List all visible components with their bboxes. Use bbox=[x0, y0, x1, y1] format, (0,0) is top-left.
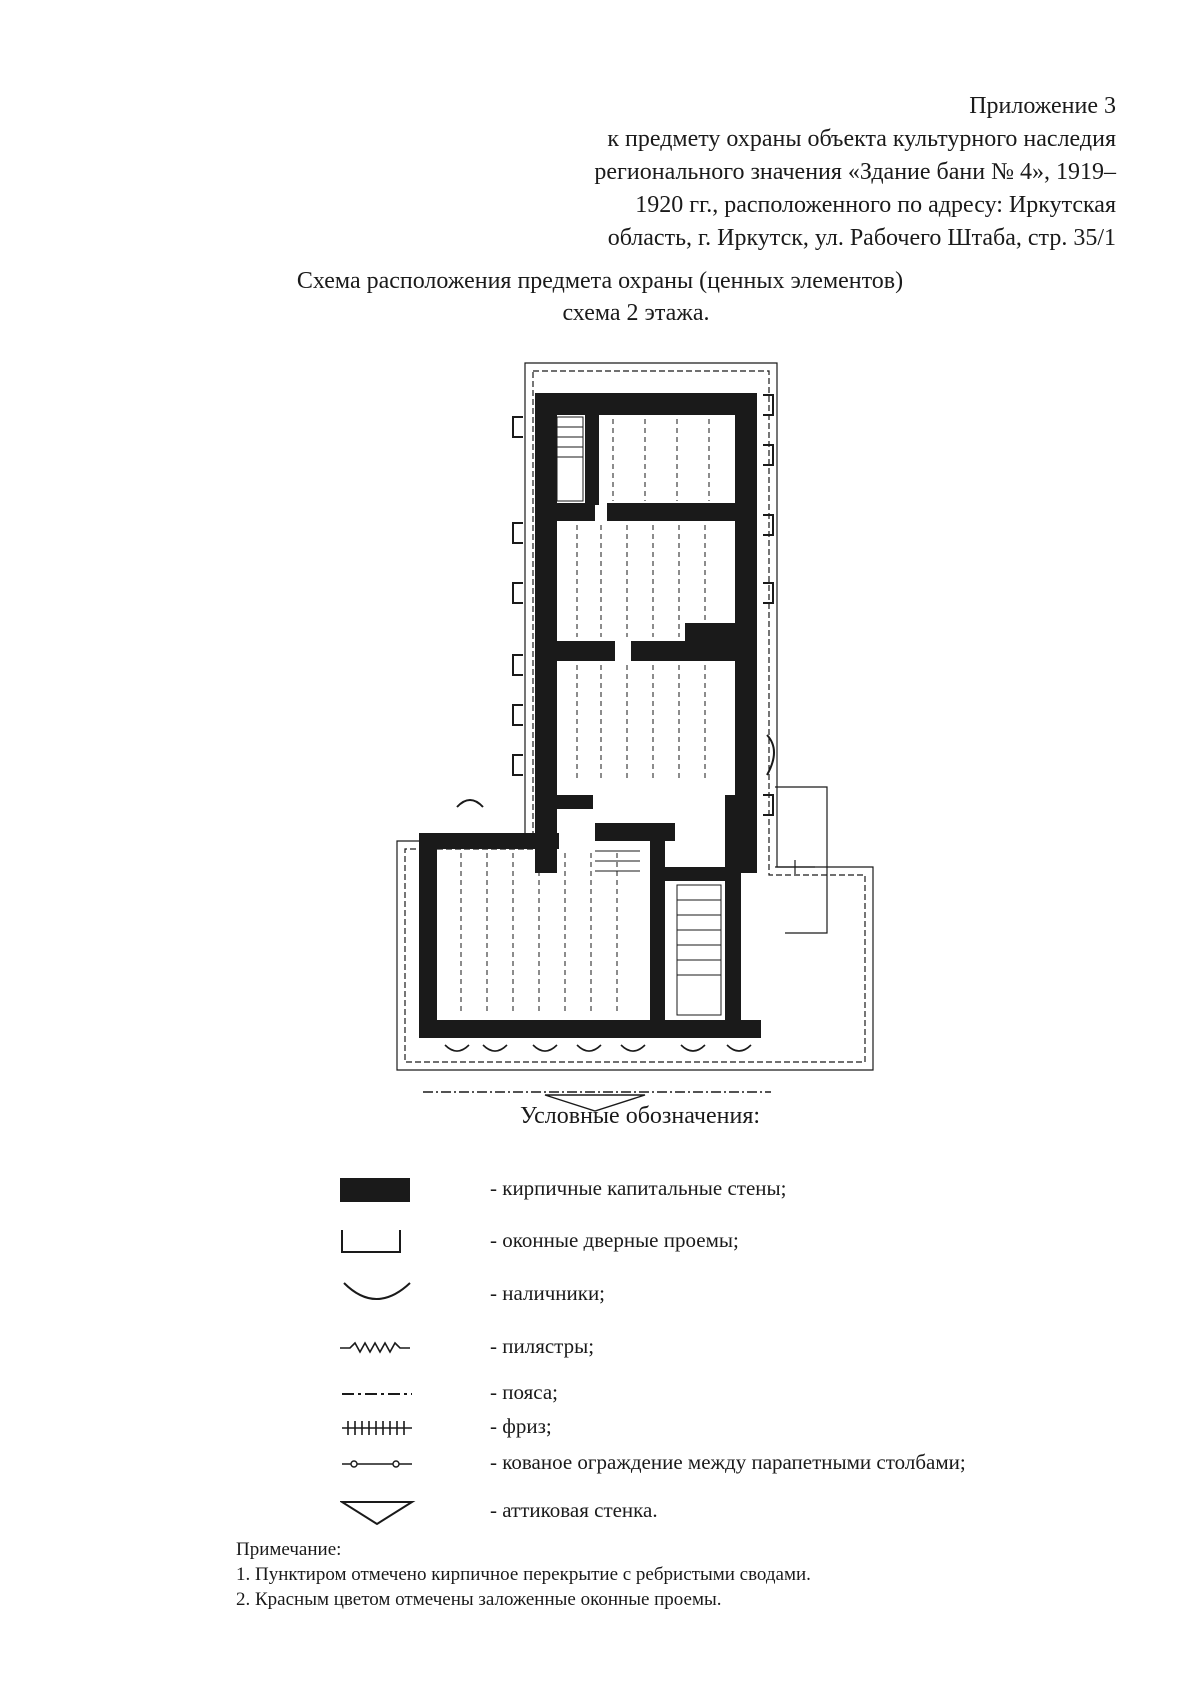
appendix-line: к предмету охраны объекта культурного на… bbox=[607, 126, 1116, 152]
triangle-icon bbox=[340, 1501, 416, 1526]
legend-item: - кирпичные капитальные стены; bbox=[340, 1170, 1140, 1210]
hatched-line-icon bbox=[342, 1421, 412, 1435]
bottom-window-arcs bbox=[444, 1044, 752, 1052]
legend-item: - аттиковая стенка. bbox=[340, 1492, 1140, 1532]
brick-walls bbox=[419, 393, 761, 1038]
legend-item: - наличники; bbox=[340, 1275, 1140, 1315]
wavy-line-icon bbox=[340, 1341, 410, 1354]
floor-plan-drawing bbox=[396, 362, 874, 1112]
notes-title: Примечание: bbox=[236, 1539, 342, 1560]
appendix-header: Приложение 3 к предмету охраны объекта к… bbox=[476, 90, 1116, 255]
appendix-line: 1920 гг., расположенного по адресу: Ирку… bbox=[635, 192, 1116, 218]
note-item: 2. Красным цветом отмечены заложенные ок… bbox=[236, 1589, 722, 1610]
outline-frieze bbox=[396, 362, 874, 1071]
window-surrounds bbox=[456, 394, 775, 816]
brick-wall-icon bbox=[340, 1178, 410, 1202]
side-fence bbox=[775, 786, 828, 934]
legend-label: - фриз; bbox=[490, 1414, 552, 1438]
legend-label: - кирпичные капитальные стены; bbox=[490, 1176, 787, 1200]
legend-title: Условные обозначения: bbox=[520, 1103, 761, 1129]
legend-label: - оконные дверные проемы; bbox=[490, 1228, 739, 1252]
dash-dot-line-icon bbox=[342, 1393, 412, 1395]
scheme-title: Схема расположения предмета охраны (ценн… bbox=[296, 268, 904, 294]
legend-item: - пилястры; bbox=[340, 1328, 1140, 1368]
staircases bbox=[556, 416, 722, 1016]
arc-icon bbox=[343, 1282, 411, 1300]
legend-label: - кованое ограждение между парапетными с… bbox=[490, 1450, 966, 1474]
notes-block: Примечание: 1. Пунктиром отмечено кирпич… bbox=[236, 1537, 811, 1612]
opening-icon bbox=[341, 1230, 401, 1253]
scheme-subtitle: схема 2 этажа. bbox=[562, 300, 710, 326]
attic-wall bbox=[423, 1091, 771, 1112]
post-line-icon bbox=[342, 1460, 412, 1468]
appendix-line: Приложение 3 bbox=[969, 93, 1116, 119]
legend-item: - оконные дверные проемы; bbox=[340, 1222, 1140, 1262]
appendix-line: регионального значения «Здание бани № 4»… bbox=[594, 159, 1116, 185]
vault-lines bbox=[460, 419, 710, 1015]
legend-item: - кованое ограждение между парапетными с… bbox=[340, 1444, 1140, 1484]
legend-label: - пояса; bbox=[490, 1380, 558, 1404]
legend-item: - пояса; bbox=[340, 1374, 1140, 1414]
note-item: 1. Пунктиром отмечено кирпичное перекрыт… bbox=[236, 1564, 811, 1585]
legend-label: - пилястры; bbox=[490, 1334, 595, 1358]
legend-label: - аттиковая стенка. bbox=[490, 1498, 658, 1522]
legend-item: - фриз; bbox=[340, 1408, 1140, 1448]
legend-label: - наличники; bbox=[490, 1281, 606, 1305]
appendix-line: область, г. Иркутск, ул. Рабочего Штаба,… bbox=[607, 225, 1116, 251]
